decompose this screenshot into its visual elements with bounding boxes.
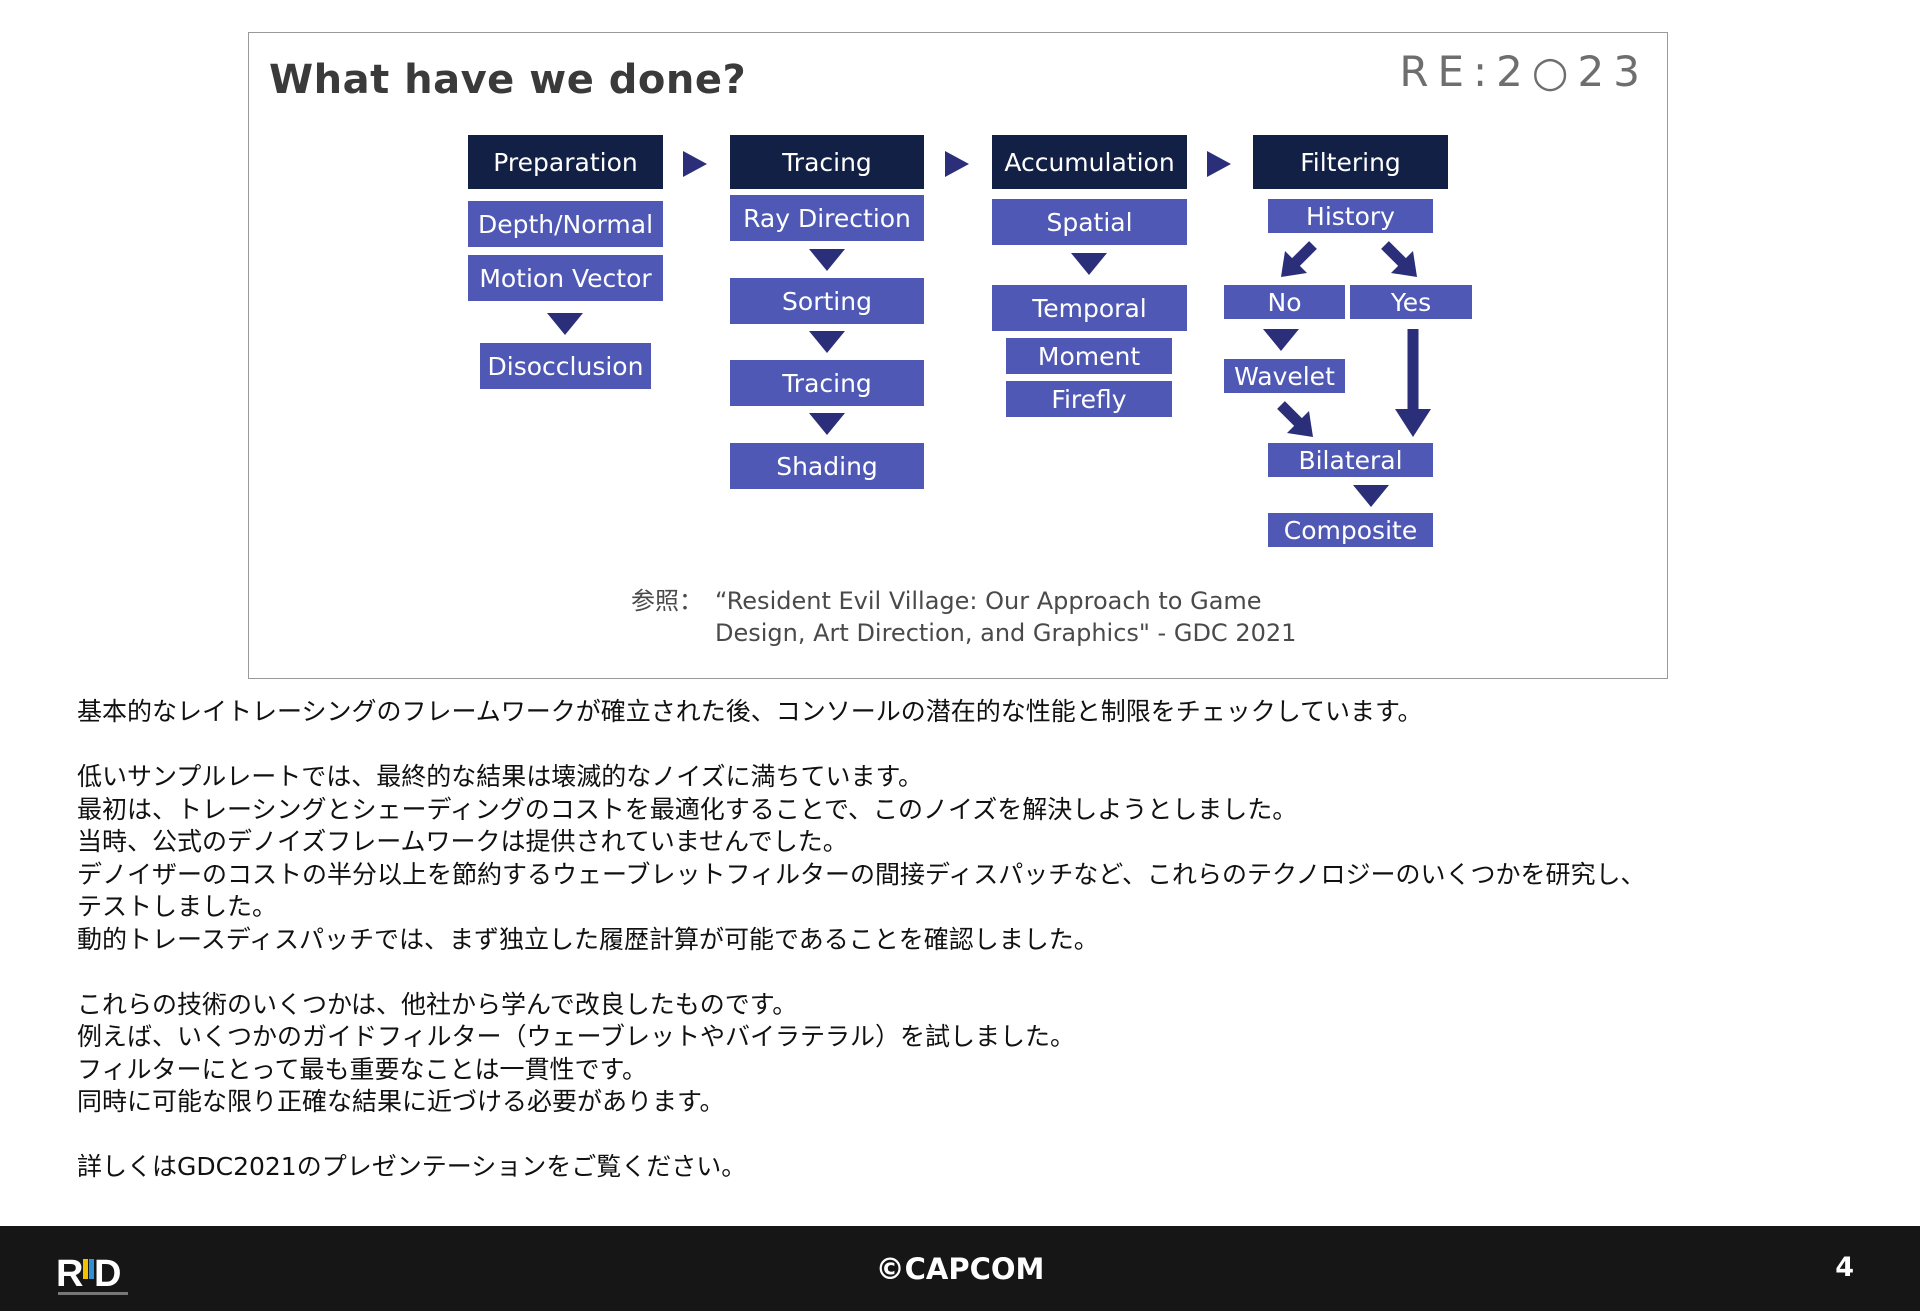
reference-line-1: “Resident Evil Village: Our Approach to …	[715, 587, 1262, 615]
rnd-logo-icon: R D	[56, 1253, 128, 1295]
step-moment: Moment	[1006, 338, 1172, 374]
flow-arrows	[547, 151, 1431, 507]
speaker-notes: 基本的なレイトレーシングのフレームワークが確立された後、コンソールの潜在的な性能…	[77, 696, 1857, 1184]
stage-arrow-3	[1207, 151, 1231, 177]
stage-tracing: Tracing	[730, 135, 924, 189]
event-logo: RE:2○23	[1399, 47, 1649, 96]
notes-line: 例えば、いくつかのガイドフィルター（ウェーブレットやバイラテラル）を試しました。	[77, 1022, 1076, 1051]
step-shading: Shading	[730, 443, 924, 489]
notes-line: フィルターにとって最も重要なことは一貫性です。	[77, 1054, 648, 1084]
notes-line	[77, 729, 1857, 762]
down-arrow-no-wavelet	[1263, 329, 1299, 351]
notes-line: 最初は、トレーシングとシェーディングのコストを最適化することで、このノイズを解決…	[77, 794, 1298, 824]
diag-arrow-history-no-shaft	[1291, 241, 1317, 267]
notes-line	[77, 1119, 1857, 1152]
step-disocclusion: Disocclusion	[480, 343, 651, 389]
reference-line-2: Design, Art Direction, and Graphics" - G…	[715, 619, 1297, 647]
reference-label: 参照：	[631, 587, 703, 615]
down-arrow-accum	[1071, 253, 1107, 275]
diag-arrow-history-yes-shaft	[1381, 241, 1407, 267]
notes-line: これらの技術のいくつかは、他社から学んで改良したものです。	[77, 989, 798, 1019]
step-wavelet: Wavelet	[1224, 359, 1345, 393]
step-motion-vector: Motion Vector	[468, 255, 663, 301]
notes-line: テストしました。	[77, 892, 278, 921]
down-arrow-bilateral-composite	[1353, 485, 1389, 507]
svg-text:R: R	[56, 1253, 83, 1295]
notes-line: 当時、公式のデノイズフレームワークは提供されていませんでした。	[77, 827, 848, 856]
step-temporal: Temporal	[992, 285, 1187, 331]
step-spatial: Spatial	[992, 199, 1187, 245]
page-number: 4	[1835, 1252, 1854, 1283]
stage-preparation: Preparation	[468, 135, 663, 189]
step-yes: Yes	[1350, 285, 1472, 319]
svg-text:D: D	[94, 1253, 121, 1295]
step-firefly: Firefly	[1006, 381, 1172, 417]
diag-arrow-history-no-head	[1281, 251, 1307, 277]
notes-line: デノイザーのコストの半分以上を節約するウェーブレットフィルターの間接ディスパッチ…	[77, 859, 1646, 889]
down-arrow-trace-2	[809, 331, 845, 353]
step-ray-direction: Ray Direction	[730, 195, 924, 241]
step-history: History	[1268, 199, 1433, 233]
step-tracing: Tracing	[730, 360, 924, 406]
down-arrow-trace-3	[809, 413, 845, 435]
notes-line: 詳しくはGDC2021のプレゼンテーションをご覧ください。	[77, 1152, 747, 1181]
slide-title: What have we done?	[269, 57, 747, 103]
stage-arrow-1	[683, 151, 707, 177]
step-depth-normal: Depth/Normal	[468, 201, 663, 247]
diag-arrow-history-yes-head	[1391, 251, 1417, 277]
step-no: No	[1224, 285, 1345, 319]
down-arrow-prep	[547, 313, 583, 335]
diag-arrow-wavelet-bilateral-shaft	[1277, 401, 1303, 427]
reference-citation: 参照： “Resident Evil Village: Our Approach …	[631, 585, 1296, 649]
down-arrow-trace-1	[809, 249, 845, 271]
notes-line	[77, 956, 1857, 989]
step-sorting: Sorting	[730, 278, 924, 324]
diag-arrow-wavelet-bilateral-head	[1287, 411, 1313, 437]
stage-accumulation: Accumulation	[992, 135, 1187, 189]
notes-line: 動的トレースディスパッチでは、まず独立した履歴計算が可能であることを確認しました…	[77, 924, 1099, 954]
notes-line: 低いサンプルレートでは、最終的な結果は壊滅的なノイズに満ちています。	[77, 762, 924, 791]
notes-line: 基本的なレイトレーシングのフレームワークが確立された後、コンソールの潜在的な性能…	[77, 697, 1423, 726]
copyright: ©CAPCOM	[875, 1252, 1045, 1286]
step-composite: Composite	[1268, 513, 1433, 547]
step-bilateral: Bilateral	[1268, 443, 1433, 477]
slide-panel: What have we done? RE:2○23	[248, 32, 1668, 679]
stage-filtering: Filtering	[1253, 135, 1448, 189]
stage-arrow-2	[945, 151, 969, 177]
arrow-yes-bilateral-head	[1395, 409, 1431, 437]
footer-bar: R D ©CAPCOM 4	[0, 1226, 1920, 1311]
notes-line: 同時に可能な限り正確な結果に近づける必要があります。	[77, 1087, 725, 1116]
